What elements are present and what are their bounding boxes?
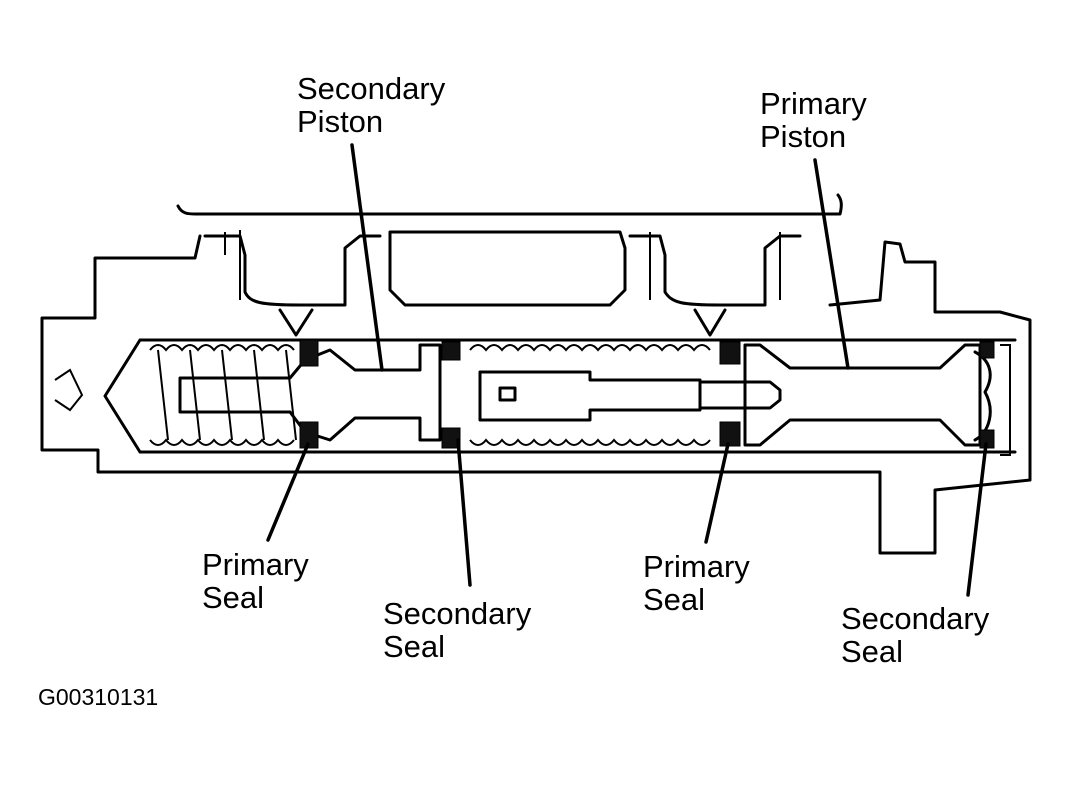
- label-primary-seal-left: Primary Seal: [202, 548, 309, 614]
- spring-retainer: [478, 370, 702, 422]
- leader-primary-piston: [813, 158, 850, 370]
- label-line: Seal: [202, 580, 265, 615]
- secondary-spring: [149, 344, 297, 446]
- label-line: Piston: [297, 104, 384, 139]
- cylinder-bore: [103, 338, 1017, 454]
- primary-spring: [469, 344, 711, 446]
- port-right: [693, 308, 727, 337]
- leader-secondary-seal-middle: [456, 438, 472, 587]
- label-line: Seal: [383, 629, 446, 664]
- label-line: Piston: [760, 119, 847, 154]
- primary-seal-right: [719, 341, 741, 365]
- primary-seal-left-lower: [299, 421, 319, 449]
- label-line: Secondary: [841, 601, 990, 636]
- figure-code: G00310131: [38, 684, 159, 710]
- leader-secondary-seal-right: [966, 442, 988, 597]
- leader-primary-seal-left: [266, 442, 310, 542]
- reservoir-right-well: [628, 234, 802, 307]
- reservoir-outline: [176, 193, 843, 216]
- label-line: Primary: [760, 86, 867, 121]
- label-primary-piston: Primary Piston: [760, 87, 867, 153]
- label-secondary-piston: Secondary Piston: [297, 72, 445, 138]
- leader-secondary-piston: [350, 143, 384, 372]
- label-line: Secondary: [297, 71, 446, 106]
- label-secondary-seal-middle: Secondary Seal: [383, 597, 531, 663]
- label-line: Primary: [202, 547, 309, 582]
- secondary-seal-middle: [441, 341, 461, 361]
- secondary-seal-right: [979, 341, 995, 359]
- label-line: Seal: [643, 582, 706, 617]
- cylinder-body-outline: [40, 234, 1032, 555]
- primary-piston: [698, 343, 982, 447]
- reservoir-center: [388, 230, 627, 307]
- port-left: [278, 308, 314, 337]
- label-secondary-seal-right: Secondary Seal: [841, 602, 989, 668]
- reservoir-left-well: [203, 234, 382, 307]
- label-line: Secondary: [383, 596, 532, 631]
- label-line: Seal: [841, 634, 904, 669]
- secondary-seal-middle-lower: [441, 427, 461, 449]
- label-line: Primary: [643, 549, 750, 584]
- leader-primary-seal-right: [704, 442, 730, 544]
- primary-seal-left: [299, 339, 319, 367]
- label-primary-seal-right: Primary Seal: [643, 550, 750, 616]
- boot-retainer: [973, 350, 992, 442]
- primary-seal-right-lower: [719, 421, 741, 447]
